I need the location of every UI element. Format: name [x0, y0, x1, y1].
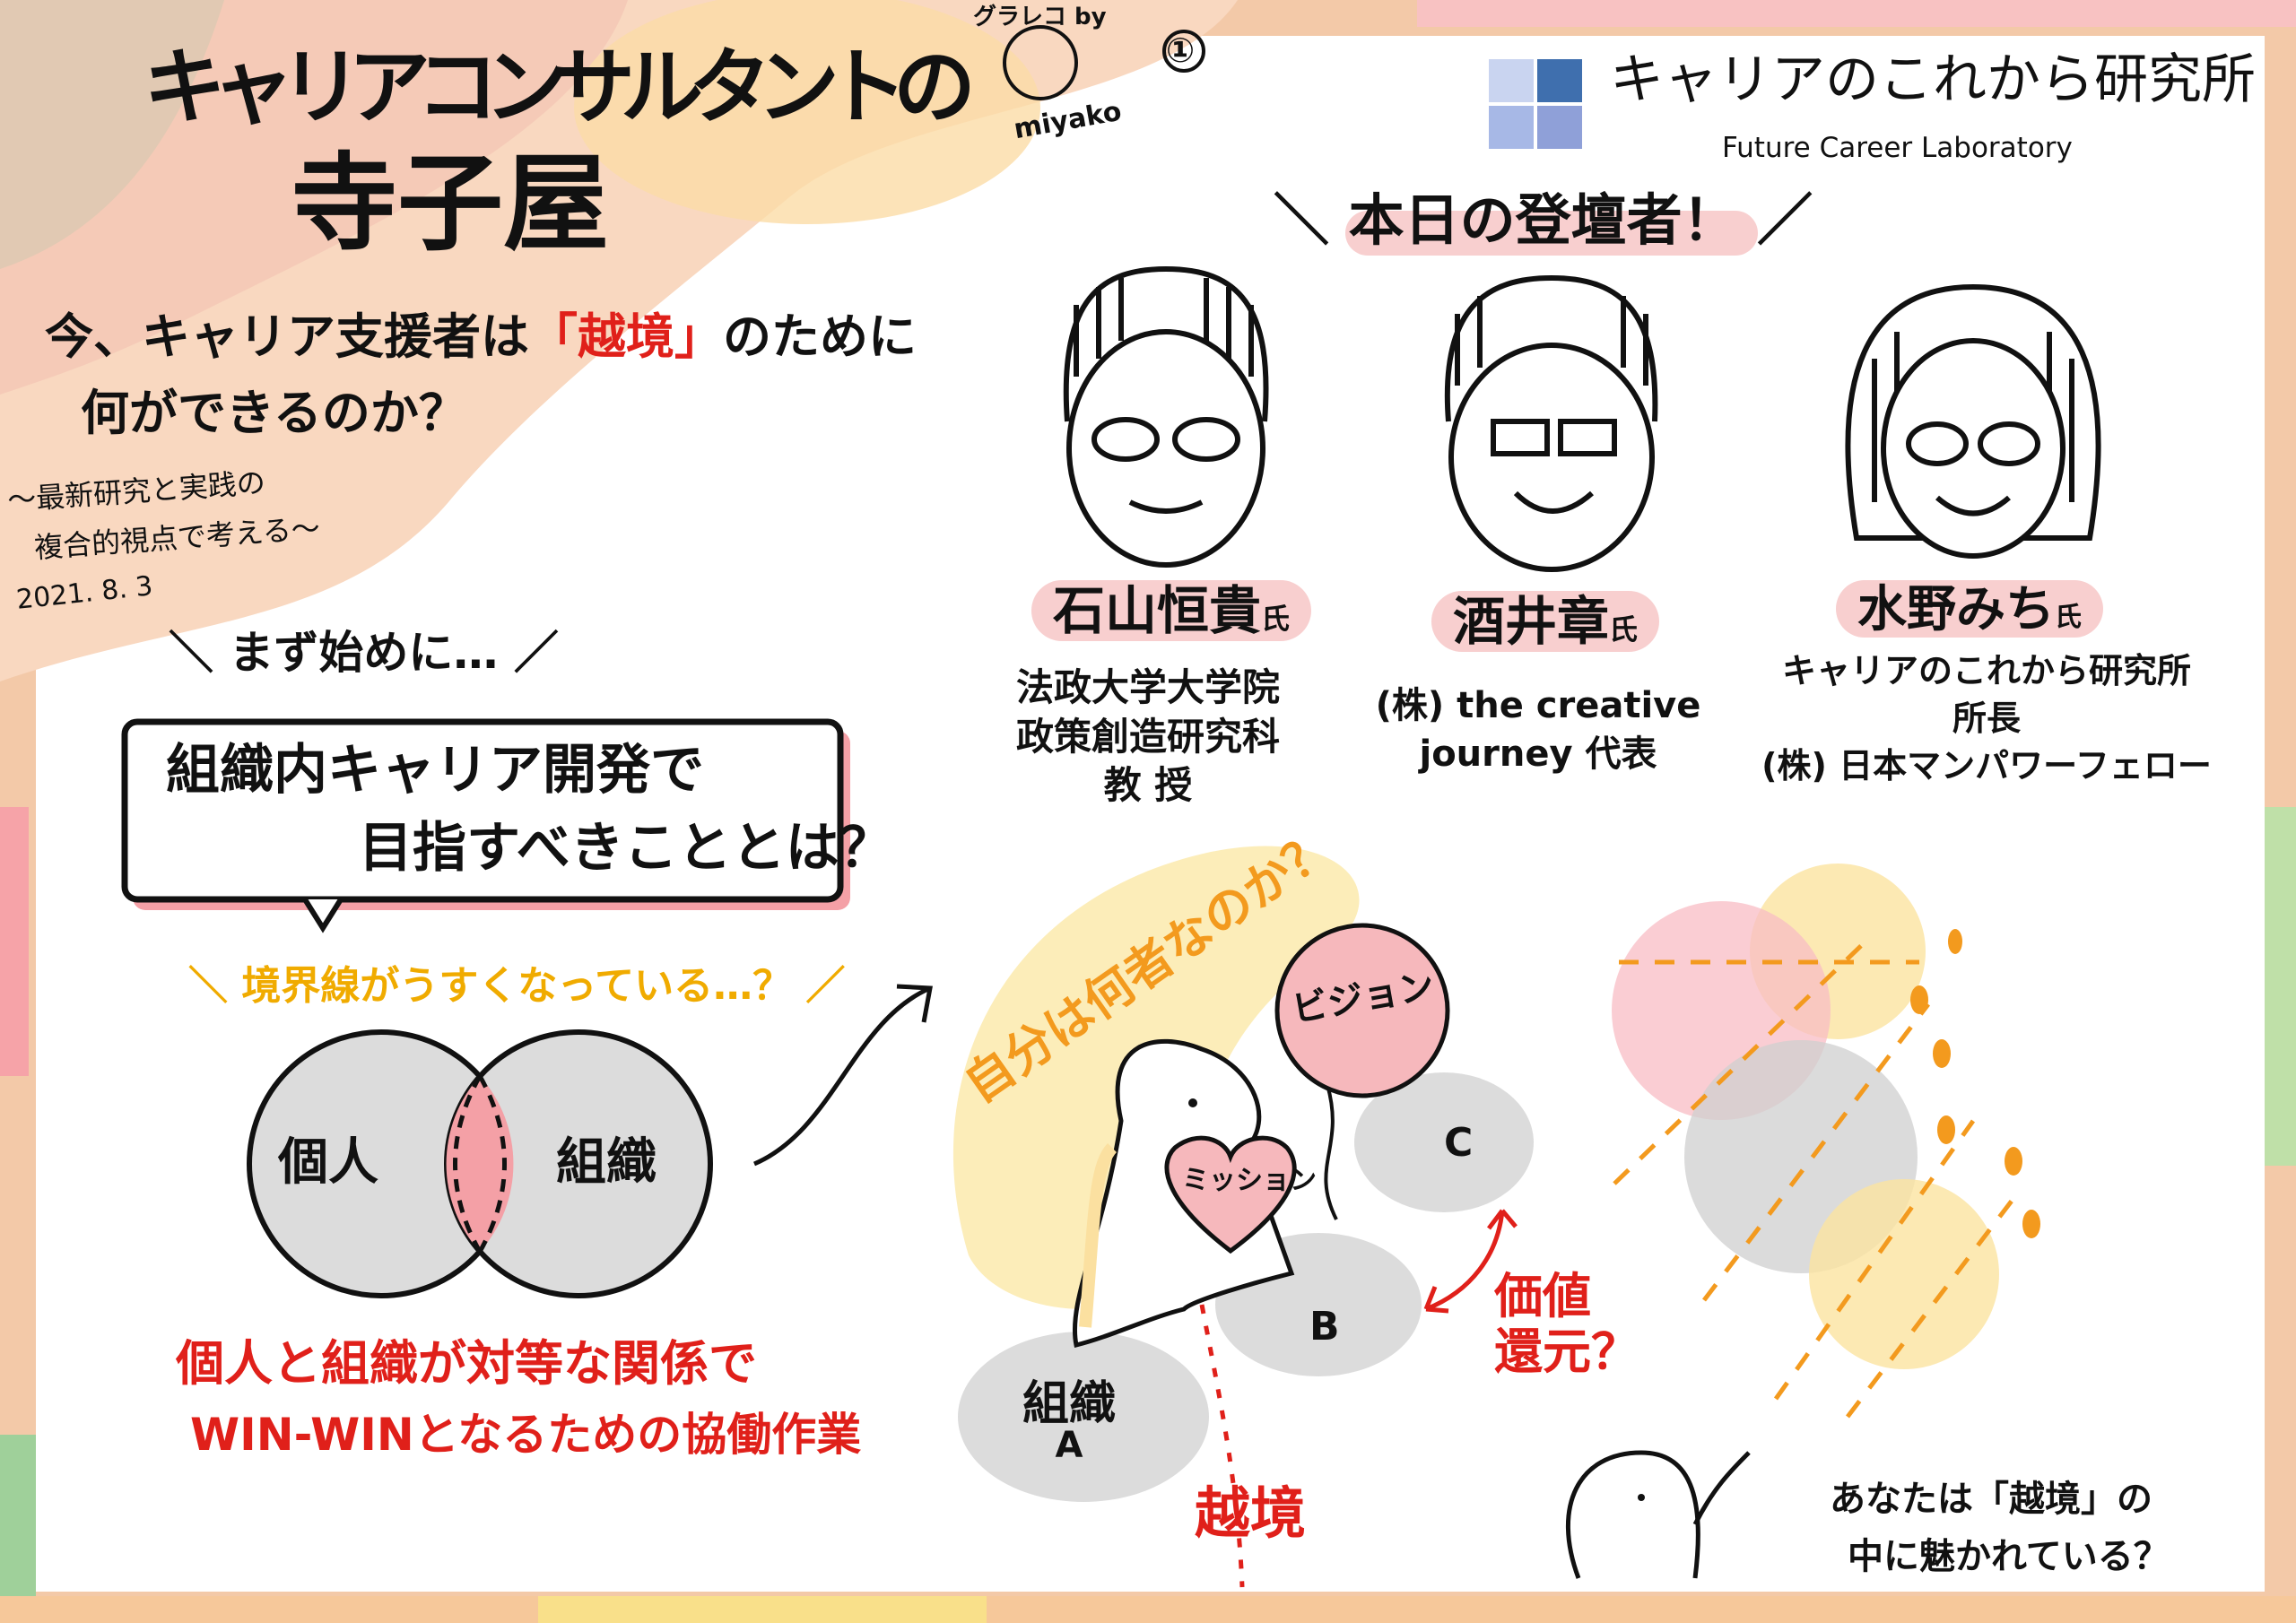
org-c-label: C [1444, 1120, 1474, 1166]
org-b-label: B [1309, 1304, 1340, 1350]
conclusion-line-1: 個人と組織が対等な関係で [176, 1335, 757, 1392]
affiliation-line: 法政大学大学院 [1015, 665, 1281, 709]
affiliation-line: 教 授 [1103, 763, 1193, 808]
theme-question-line-1: 今、キャリア支援者は「越境」のために [45, 308, 917, 365]
affiliation-line: キャリアのこれから研究所 [1781, 651, 2191, 690]
mission-label: ミッション [1182, 1165, 1317, 1196]
logo-name-jp: キャリアのこれから研究所 [1610, 48, 2256, 111]
speakers-heading: ＼ 本日の登壇者！ ／ [1274, 187, 1813, 253]
crossing-label: 越境 [1195, 1480, 1307, 1546]
speaker-name-3: 水野みち氏 [1835, 580, 2104, 638]
closing-text: 中に魅かれている？ [1848, 1536, 2170, 1577]
boundary-note: ＼ 境界線がうすくなっている…？ ／ [188, 963, 846, 1009]
box-line-2: 目指すべきこととは？ [359, 817, 893, 880]
org-a-text: 組織 [1022, 1377, 1117, 1431]
affiliation-line: (株) the creative [1375, 685, 1701, 726]
vision-balloon [1274, 923, 1450, 1098]
speaker-portrait-3 [1845, 283, 2101, 559]
speaker-name-2: 酒井章氏 [1431, 591, 1660, 652]
value-arrow-icon [1423, 1209, 1518, 1314]
logo-name-en: Future Career Laboratory [1722, 132, 2073, 164]
honorific: 氏 [1609, 612, 1639, 647]
question-speech-box [121, 718, 850, 933]
speaker-name-text: 石山恒貴 [1052, 580, 1261, 641]
org-c-blob [1354, 1072, 1534, 1212]
crossing-dotted-line [1199, 1304, 1245, 1588]
theme-question-line-2: 何ができるのか？ [81, 385, 467, 441]
conclusion-line-2: WIN-WINとなるための協働作業 [190, 1409, 862, 1461]
honorific: 氏 [2055, 602, 2083, 633]
affiliation-line: journey 代表 [1419, 733, 1657, 775]
affiliation-line: 所長 [1952, 699, 2021, 739]
title-line-1: キャリアコンサルタントの [144, 39, 976, 135]
speaker-name-1: 石山恒貴氏 [1031, 580, 1312, 641]
intro-heading: ＼ まず始めに… ／ [169, 627, 559, 679]
venn-label-individual: 個人 [278, 1133, 378, 1192]
affiliation-line: 政策創造研究科 [1015, 714, 1281, 759]
speaker-portrait-2 [1444, 274, 1658, 572]
speaker-affiliation-3: キャリアのこれから研究所 所長 (株) 日本マンパワーフェロー [1761, 647, 2212, 791]
speaker-portrait-1 [1063, 265, 1269, 568]
honorific: 氏 [1261, 602, 1291, 636]
question-text: のために [723, 308, 917, 365]
org-a-blob [958, 1332, 1209, 1502]
title-line-2: 寺子屋 [291, 142, 610, 265]
mission-heart-icon [1164, 1135, 1297, 1254]
balloon-string [1324, 1084, 1338, 1220]
venn-diagram [247, 1029, 713, 1298]
footprints-icon [1910, 929, 2040, 1238]
speaker-affiliation-1: 法政大学大学院 政策創造研究科 教 授 [1016, 664, 1280, 811]
value-text: 還元？ [1494, 1324, 1639, 1381]
logo-mark [1489, 59, 1582, 149]
speaker-name-text: 水野みち [1857, 580, 2056, 638]
speaker-name-text: 酒井章 [1452, 591, 1609, 652]
page-number: ① [1166, 30, 1196, 70]
closing-text: あなたは「越境」の [1830, 1479, 2152, 1520]
org-a-letter: A [1055, 1425, 1083, 1466]
org-a-label: 組織 A [1022, 1381, 1116, 1463]
value-return-label: 価値 還元？ [1494, 1268, 1639, 1381]
question-text: 今、キャリア支援者は [45, 308, 529, 365]
speaker-affiliation-2: (株) the creative journey 代表 [1376, 681, 1701, 778]
question-keyword: 「越境」 [529, 308, 723, 365]
venn-label-organization: 組織 [556, 1133, 657, 1192]
box-line-1: 組織内キャリア開発で [166, 739, 704, 802]
affiliation-line: (株) 日本マンパワーフェロー [1761, 746, 2212, 786]
closing-question: あなたは「越境」の 中に魅かれている？ [1830, 1471, 2170, 1585]
small-character [1565, 1450, 1751, 1579]
credit-label: グラレコ by [973, 4, 1107, 30]
arrow-icon [753, 984, 933, 1167]
value-text: 価値 [1494, 1268, 1591, 1324]
